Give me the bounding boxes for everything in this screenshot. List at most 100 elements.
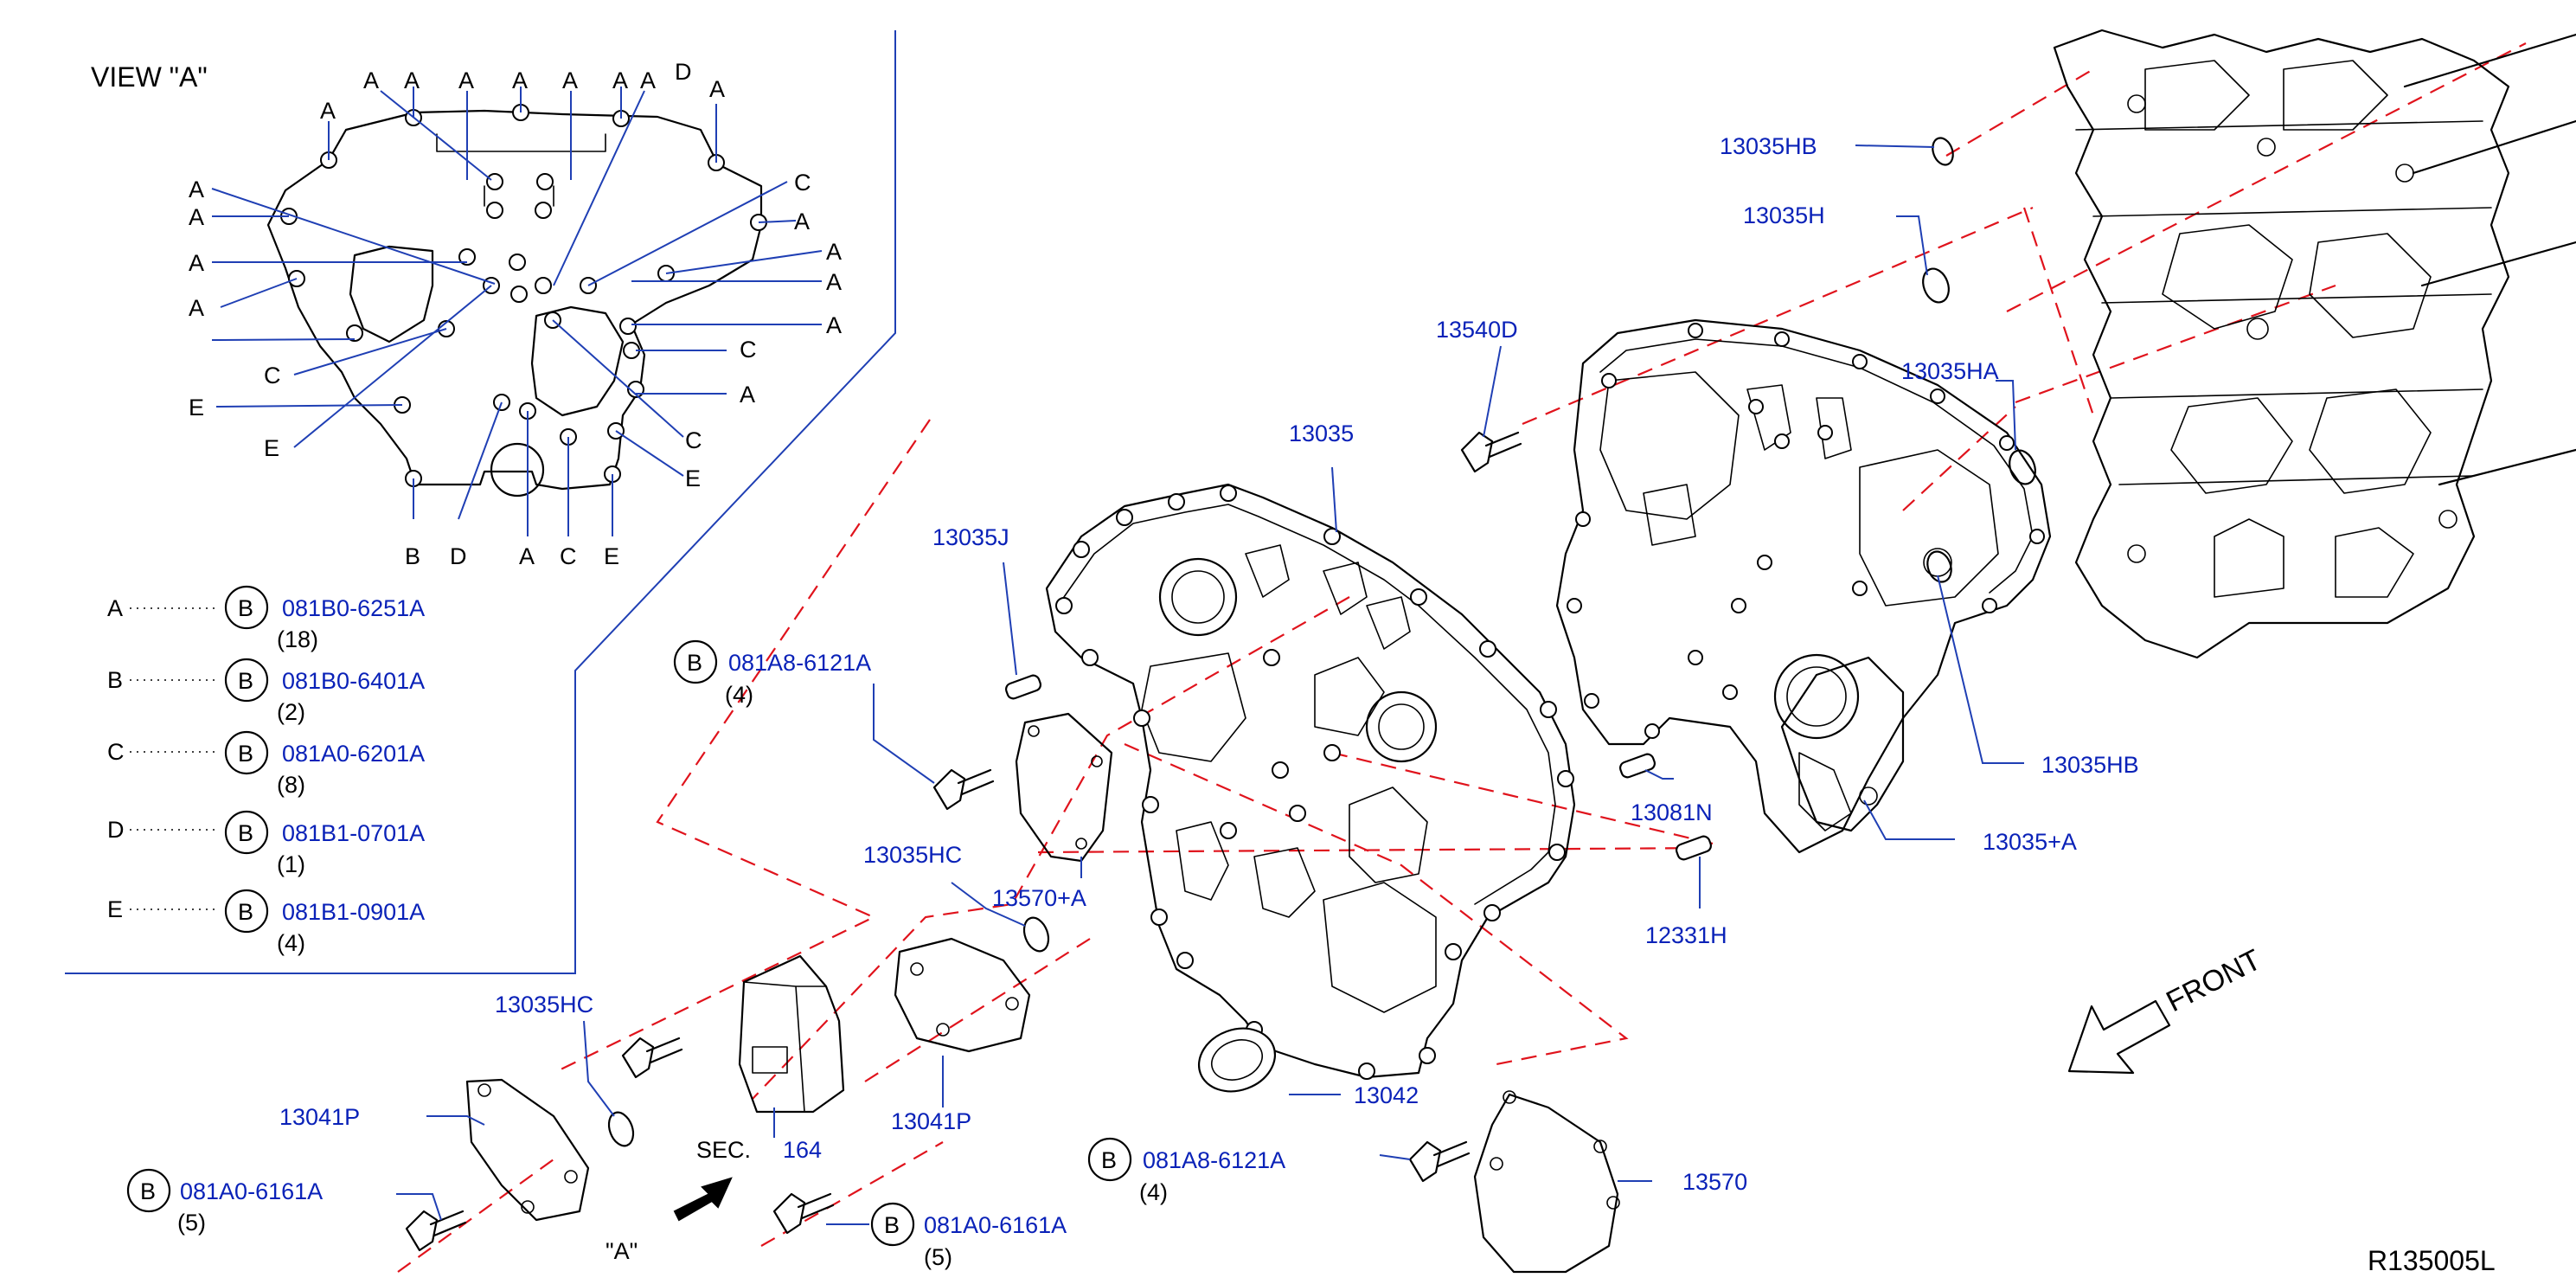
cover-plate-13041p-left xyxy=(465,1078,590,1222)
legend-badge: B xyxy=(238,741,253,767)
front-direction-arrow xyxy=(2067,999,2171,1075)
legend-row: E B 081B1-0901A (4) xyxy=(107,889,425,956)
dowel-13035j xyxy=(1004,674,1042,700)
view-a-letter: A xyxy=(404,67,420,93)
callout-13570: 13570 xyxy=(1682,1169,1747,1195)
callout-13035hb-top: 13035HB xyxy=(1720,133,1817,159)
o-ring-13035hc-left xyxy=(607,1111,635,1147)
view-a-letter: A xyxy=(740,382,755,408)
callout-12331h: 12331H xyxy=(1645,922,1727,948)
legend-qty: (1) xyxy=(277,851,305,877)
dowel-13081n xyxy=(1618,753,1656,779)
bolt-callout: B 081A8-6121A (4) xyxy=(1087,1137,1285,1205)
cover-plate-13041p-mid xyxy=(894,937,1031,1053)
view-a-hole xyxy=(619,318,637,335)
legend-row: D B 081B1-0701A (1) xyxy=(107,810,425,877)
legend-part-number: 081B0-6251A xyxy=(282,595,425,621)
bolt-callout: B 081A0-6161A (5) xyxy=(870,1202,1067,1270)
o-ring-13035hb-mid xyxy=(1926,550,1952,583)
bolt-callout-qty: (4) xyxy=(725,682,753,708)
legend-qty: (18) xyxy=(277,626,318,652)
view-a-letter: D xyxy=(450,543,467,569)
view-a-hole xyxy=(458,248,476,266)
view-a-letter: A xyxy=(512,67,528,93)
view-a-letter: C xyxy=(794,170,811,196)
bolt-callouts: B 081A8-6121A (4) B 081A8-6121A (4) B 08… xyxy=(126,639,1285,1270)
bolt-callout-part: 081A8-6121A xyxy=(1143,1147,1285,1173)
engine-block xyxy=(2053,29,2576,659)
view-a-letter: C xyxy=(740,337,757,363)
bolt-callout-badge: B xyxy=(884,1212,900,1238)
legend-part-number: 081B0-6401A xyxy=(282,668,425,694)
callout-leaders xyxy=(396,144,2024,1225)
legend-part-number: 081B1-0901A xyxy=(282,899,425,925)
view-a-leaders xyxy=(211,87,823,536)
view-a-letter: A xyxy=(320,98,336,124)
callout-13035j: 13035J xyxy=(932,524,1009,550)
oil-cooler-module xyxy=(738,954,845,1114)
view-a-letter: A xyxy=(709,76,725,102)
view-a-letter: A xyxy=(363,67,379,93)
callout-13081n: 13081N xyxy=(1631,799,1713,825)
view-a-panel: VIEW "A" xyxy=(65,30,896,974)
view-a-mid-bracket xyxy=(484,185,554,207)
oil-pump-bracket xyxy=(1780,656,1905,832)
view-a-hole xyxy=(535,277,552,294)
view-a-letter: A xyxy=(562,67,578,93)
callout-13035hb-mid: 13035HB xyxy=(2041,752,2139,778)
bolt-legend: A B 081B0-6251A (18) B B 081B0-6401A (2)… xyxy=(107,585,425,956)
view-a-letter: C xyxy=(560,543,577,569)
legend-part-number: 081B1-0701A xyxy=(282,820,425,846)
bolt-callout-qty: (5) xyxy=(177,1210,206,1236)
view-a-letter: E xyxy=(189,395,204,421)
view-a-letter: C xyxy=(264,363,281,388)
view-a-hole xyxy=(486,202,503,219)
legend-badge: B xyxy=(238,668,253,694)
view-a-letter: A xyxy=(826,239,842,265)
bolt-callout-badge: B xyxy=(687,650,702,676)
rear-timing-case xyxy=(1555,318,2052,854)
view-a-letter: A xyxy=(826,269,842,295)
view-a-top-bracket xyxy=(436,133,606,152)
view-a-letter: A xyxy=(519,543,535,569)
callout-13041p-mid: 13041P xyxy=(891,1108,971,1134)
cover-gasket xyxy=(1473,1093,1619,1274)
view-a-letter: A xyxy=(612,67,628,93)
bolt-callout-badge: B xyxy=(1101,1147,1117,1173)
view-a-letter: E xyxy=(685,465,701,491)
legend-qty: (8) xyxy=(277,772,305,798)
dowel-12331h xyxy=(1675,835,1713,861)
legend-badge: B xyxy=(238,899,253,925)
view-a-letter: A xyxy=(794,209,810,234)
sec-label: SEC. xyxy=(696,1137,751,1163)
view-a-crank-hole xyxy=(490,442,545,498)
view-a-letter: A xyxy=(189,177,204,202)
legend-qty: (4) xyxy=(277,930,305,956)
legend-row: B B 081B0-6401A (2) xyxy=(107,658,425,725)
bolt-callout: B 081A0-6161A (5) xyxy=(126,1168,323,1236)
view-a-letter: A xyxy=(826,312,842,338)
bolt-callout-qty: (5) xyxy=(924,1244,952,1270)
callout-13041p-left: 13041P xyxy=(279,1104,360,1130)
callout-13035: 13035 xyxy=(1289,421,1354,446)
view-a-marker: "A" xyxy=(606,1238,638,1264)
front-timing-cover xyxy=(1045,483,1576,1080)
view-a-hole xyxy=(346,324,363,342)
callout-13035hc-left: 13035HC xyxy=(495,992,593,1018)
view-a-letters: A A A A A A A D A A A A A A C E E C A A … xyxy=(189,59,842,569)
bolt-callout-part: 081A0-6161A xyxy=(924,1212,1067,1238)
bolt-callout: B 081A8-6121A (4) xyxy=(673,639,871,708)
legend-row: C B 081A0-6201A (8) xyxy=(107,730,425,798)
view-a-hole xyxy=(536,173,554,190)
legend-letter: E xyxy=(107,896,123,922)
o-ring-13035ha xyxy=(2009,449,2036,485)
callout-13042: 13042 xyxy=(1354,1082,1419,1108)
rear-case-bolt-holes xyxy=(1567,323,2045,739)
view-a-letter: C xyxy=(685,427,702,453)
legend-letter: A xyxy=(107,595,123,621)
callout-13035h: 13035H xyxy=(1743,202,1825,228)
view-a-letter: A xyxy=(640,67,656,93)
bolts xyxy=(405,431,1522,1252)
front-cover-bolt-holes xyxy=(1055,485,1574,1080)
